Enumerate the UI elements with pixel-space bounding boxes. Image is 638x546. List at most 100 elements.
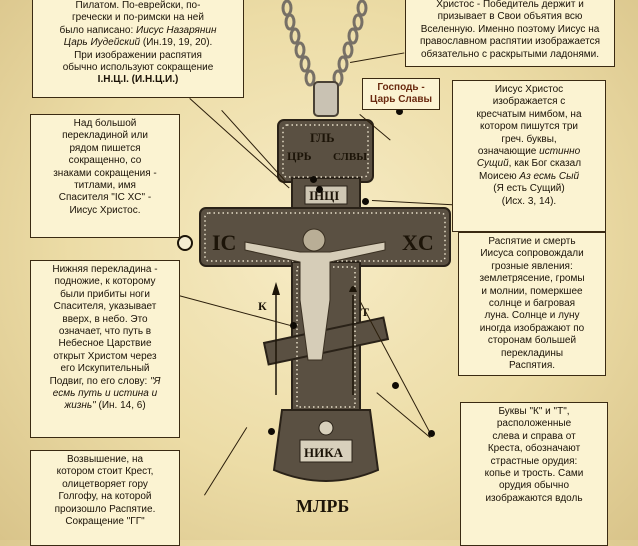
text-line: призывает в Свои объятия всю bbox=[437, 11, 583, 23]
text-line: грозные явления: bbox=[491, 260, 573, 272]
text-line: Иисус Христос bbox=[494, 84, 564, 95]
text-line: Иисуса сопровождали bbox=[480, 248, 584, 260]
text-line: І.Н.Ц.І. (И.Н.Ц.И.) bbox=[97, 74, 179, 86]
text-line: и молнии, померкшее bbox=[481, 285, 583, 297]
cross-text-xc: XC bbox=[402, 230, 434, 255]
text-line: Над большой bbox=[73, 118, 137, 129]
bail bbox=[313, 81, 339, 117]
text-line: произошло Распятие. bbox=[54, 503, 156, 515]
cross-text-mlrb: МЛРБ bbox=[296, 496, 349, 516]
text-line: вверх, в небо. Это bbox=[62, 313, 148, 325]
text-line: сокращенно, со bbox=[68, 155, 142, 167]
box-footrest: Нижняя перекладина - подножие, к котором… bbox=[30, 260, 180, 438]
box-signs: Распятие и смерть Иисуса сопровождали гр… bbox=[458, 232, 606, 376]
text-line: перекладиной или bbox=[62, 130, 148, 142]
text-line: При изображении распятия bbox=[74, 49, 202, 61]
text-line: изображаются вдоль bbox=[485, 492, 583, 504]
cross-text-slvy: СЛВЫ bbox=[333, 151, 367, 163]
text-line: означающие bbox=[477, 146, 540, 158]
text-line-italic: Царь Иудейский bbox=[63, 37, 141, 49]
text-line: Буквы "К" и "Т", bbox=[498, 406, 570, 417]
text-line: греч. буквы, bbox=[501, 133, 557, 145]
text-line: Нижняя перекладина - bbox=[52, 264, 158, 275]
text-line: котором стоит Крест, bbox=[56, 466, 154, 478]
box-ic-xc: Над большой перекладиной или рядом пишет… bbox=[30, 114, 180, 238]
text-line: Спасителя, указывает bbox=[53, 301, 157, 313]
text-line: землетрясение, громы bbox=[479, 273, 585, 285]
text-line: Подвиг, по его слову: bbox=[49, 375, 151, 387]
box-title-inscription: Пилатом. По-еврейски, по- гречески и по-… bbox=[32, 0, 244, 98]
text-line: Небесное Царствие bbox=[58, 338, 152, 350]
text-line: расположенные bbox=[496, 418, 572, 430]
box-lord-king: Господь - Царь Славы bbox=[362, 78, 440, 110]
crucified-figure bbox=[244, 228, 386, 361]
text-line: луна. Солнце и луну bbox=[484, 310, 580, 322]
text-line: православном распятии изображается bbox=[419, 36, 601, 48]
box-halo: Иисус Христос изображается с кресчатым н… bbox=[452, 80, 606, 232]
text-line: страстные орудия: bbox=[490, 455, 578, 467]
text-line: Вселенную. Именно поэтому Иисус на bbox=[420, 23, 600, 35]
text-line: слева и справа от bbox=[492, 430, 576, 442]
text-line: Спасителя "IC XC" - bbox=[58, 192, 152, 204]
text-line: Распятие и смерть bbox=[488, 236, 576, 247]
text-line: рядом пишется bbox=[69, 142, 141, 154]
text-line: Царь Славы bbox=[369, 94, 433, 106]
text-line: перекладины bbox=[500, 347, 564, 359]
text-line: было написано: bbox=[59, 24, 137, 36]
text-line: гречески и по-римски на ней bbox=[72, 12, 204, 24]
leader-dot bbox=[268, 428, 275, 435]
text-line: Голгофу, на которой bbox=[58, 491, 152, 503]
text-line: изображается с bbox=[492, 96, 566, 108]
text-line: олицетворяет гору bbox=[62, 478, 148, 490]
text-line: Иисус Христос. bbox=[69, 204, 141, 216]
cross-text-tsr: ЦРЬ bbox=[287, 149, 312, 163]
text-line: обычно используют сокращение bbox=[62, 62, 214, 74]
cross-text-ic: IC bbox=[212, 230, 236, 255]
cross-text-gl: ГЛЬ bbox=[310, 130, 335, 145]
text-line: знаками сокращения - bbox=[53, 167, 157, 179]
leader-dot bbox=[316, 186, 323, 193]
cross-title-inci: ІНЦІ bbox=[309, 188, 339, 203]
text-line: Христос - Победитель держит и bbox=[436, 0, 584, 10]
chain bbox=[281, 0, 368, 87]
box-open-palms: Христос - Победитель держит и призывает … bbox=[405, 0, 615, 67]
text-line: (Ин. 14, 6) bbox=[95, 400, 146, 412]
text-line: Господь - bbox=[377, 82, 425, 93]
text-line: кресчатым нимбом, на bbox=[476, 108, 582, 120]
leader-dot bbox=[310, 176, 317, 183]
text-line: Распятия. bbox=[508, 360, 556, 372]
text-line-italic: Сущий bbox=[476, 158, 509, 170]
text-line: означает, что путь в bbox=[58, 326, 152, 338]
text-line-italic: истинно bbox=[539, 146, 581, 158]
text-line: (Я есть Сущий) bbox=[493, 183, 565, 195]
text-line: Возвышение, на bbox=[66, 454, 144, 465]
text-line: открыт Христом через bbox=[53, 350, 157, 362]
text-line: сторонам большей bbox=[487, 335, 577, 347]
text-line: солнце и багровая bbox=[488, 298, 576, 310]
text-line: титлами, имя bbox=[74, 180, 136, 192]
cross-text-nika: НИКА bbox=[304, 445, 344, 460]
text-line-italic: Иисус Назарянин bbox=[136, 24, 217, 36]
text-line-italic: Аз есмь Сый bbox=[519, 170, 580, 182]
text-line-italic: есмь путь и истина и bbox=[52, 388, 158, 400]
leader-dot bbox=[290, 322, 297, 329]
text-line: копье и трость. Сами bbox=[484, 468, 584, 480]
text-line: Сокращение "ГГ" bbox=[65, 516, 145, 528]
text-line: обязательно с раскрытыми ладонями. bbox=[420, 48, 600, 60]
text-line: Пилатом. По-еврейски, по- bbox=[75, 0, 201, 11]
text-line: Моисею bbox=[478, 170, 520, 182]
text-line: орудия обычно bbox=[498, 480, 570, 492]
leader-dot bbox=[392, 382, 399, 389]
text-line-italic: "Я bbox=[150, 375, 161, 387]
text-line: были прибиты ноги bbox=[60, 288, 150, 300]
leader-dot bbox=[428, 430, 435, 437]
text-line: , как Бог сказал bbox=[508, 158, 582, 170]
leader-dot bbox=[396, 108, 403, 115]
text-line: подножие, к которому bbox=[54, 276, 156, 288]
text-line: котором пишутся три bbox=[479, 121, 579, 133]
text-line: Креста, обозначают bbox=[487, 443, 581, 455]
text-line: (Исх. 3, 14). bbox=[501, 195, 557, 207]
box-golgotha: Возвышение, на котором стоит Крест, олиц… bbox=[30, 450, 180, 546]
leader-dot bbox=[362, 198, 369, 205]
